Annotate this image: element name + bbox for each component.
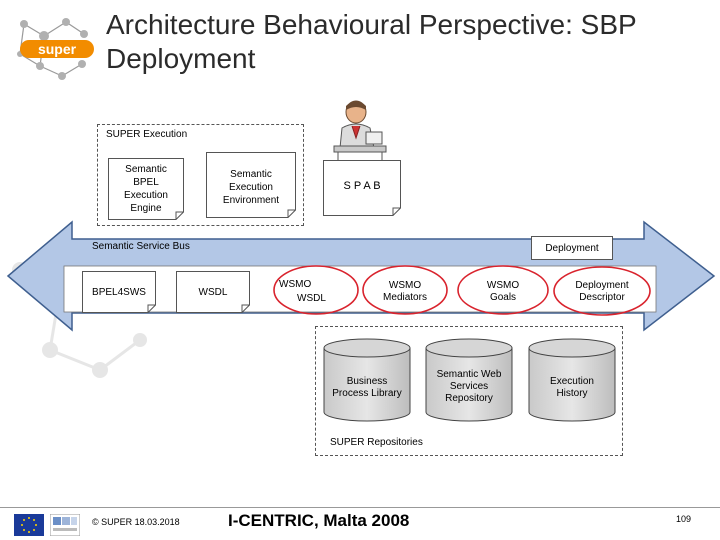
page-number: 109 (676, 514, 692, 524)
cylinder-execution-history (528, 338, 616, 422)
highlight-ellipse-descriptor (553, 266, 651, 316)
slide-title-line1: Architecture Behavioural Perspective: SB… (106, 9, 637, 40)
svg-text:super: super (38, 41, 77, 57)
highlight-ellipse-goals (457, 265, 549, 315)
cylinder-business-process-library (323, 338, 411, 422)
wsmo-mediators-label: WSMO Mediators (383, 280, 427, 303)
wsmo-wsdl-label: WSMO WSDL (279, 279, 326, 304)
business-process-library-label: Business Process Library (332, 376, 402, 399)
bpel4sws-shape (82, 271, 156, 313)
footer-copyright: © SUPER 18.03.2018 (92, 517, 180, 527)
deployment-descriptor-label: Deployment Descriptor (575, 280, 629, 303)
wsmo-goals-label: WSMO Goals (486, 280, 520, 303)
wsdl-label: WSDL (198, 287, 228, 298)
partner-logo-icon (50, 514, 80, 536)
bpel-engine-label: Semantic BPEL Execution Engine (124, 164, 168, 214)
exec-environment-shape (206, 152, 296, 218)
deployment-box[interactable]: Deployment (531, 236, 613, 260)
service-bus-label: Semantic Service Bus (92, 241, 190, 252)
highlight-ellipse-wsmo-wsdl (273, 265, 359, 315)
deployment-label: Deployment (545, 242, 599, 254)
person-at-desk-icon (333, 100, 387, 160)
semantic-ws-repository-label: Semantic Web Services Repository (436, 369, 502, 404)
wsdl-shape (176, 271, 250, 313)
bpel-engine-shape (108, 158, 184, 220)
spab-shape (323, 160, 401, 216)
footer-divider (0, 507, 720, 508)
highlight-ellipse-mediators (362, 265, 448, 315)
slide-title-line2: Deployment (106, 43, 256, 74)
super-execution-label: SUPER Execution (106, 129, 188, 140)
spab-label: S P A B (343, 180, 381, 192)
super-repositories-label: SUPER Repositories (330, 437, 423, 448)
footer-event: I-CENTRIC, Malta 2008 (228, 511, 410, 530)
eu-flag-icon (14, 514, 44, 536)
cylinder-semantic-ws-repository (425, 338, 513, 422)
bpel4sws-label: BPEL4SWS (92, 287, 146, 298)
exec-environment-label: Semantic Execution Environment (222, 169, 280, 206)
super-logo-icon: super (17, 18, 94, 80)
execution-history-label: Execution History (550, 376, 594, 399)
slide-title: Architecture Behavioural Perspective: SB… (106, 8, 706, 76)
